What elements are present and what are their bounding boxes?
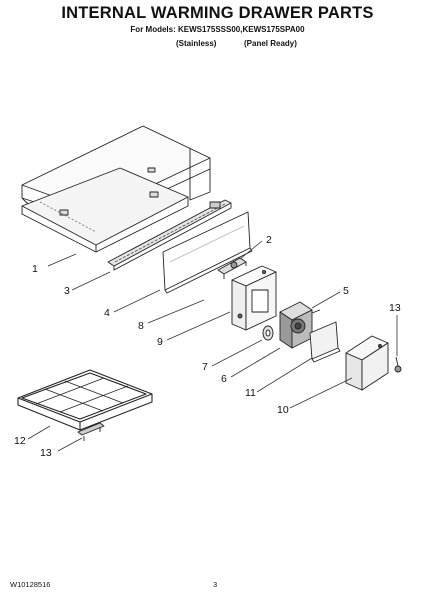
callout-13-lower: 13 [40,447,52,459]
callout-11: 11 [245,387,256,399]
part-control-cover [345,335,389,391]
leader-2 [239,240,263,260]
leader-4 [113,289,161,313]
variant-panel-ready: (Panel Ready) [244,39,297,48]
part-panel [162,211,253,294]
document-number: W10128516 [10,580,51,589]
callout-6: 6 [221,373,227,385]
leader-5 [311,291,341,309]
part-washer [262,325,274,341]
callout-8: 8 [138,320,144,332]
callout-3: 3 [64,285,70,297]
part-screw-upper [394,356,402,373]
callout-2: 2 [266,234,272,246]
part-rack-bracket [77,422,105,441]
leader-lines [27,240,398,452]
callout-4: 4 [104,307,110,319]
callout-5: 5 [343,285,349,297]
callout-10: 10 [277,404,289,416]
callout-12: 12 [14,435,26,447]
leader-8 [147,299,205,324]
part-slide-rail [107,199,232,271]
callout-13-upper: 13 [389,302,401,314]
part-drawer-tub [21,125,211,253]
leader-7 [211,339,263,367]
variant-stainless: (Stainless) [176,39,217,48]
leader-3 [71,271,111,291]
part-wire-rack [17,369,153,431]
model-list: For Models: KEWS175SSS00,KEWS175SPA00 [130,25,305,34]
part-insulation-pad [309,321,341,363]
leader-1 [47,253,77,267]
leader-10 [289,377,353,409]
leader-9 [166,311,231,341]
part-switch-module [279,301,313,349]
diagram-title: INTERNAL WARMING DRAWER PARTS [61,4,374,22]
callout-7: 7 [202,361,208,373]
leader-13b [57,437,83,452]
part-control-bracket [231,265,277,331]
part-connector [217,257,247,279]
page-number: 3 [213,580,218,589]
callout-9: 9 [157,336,163,348]
callout-1: 1 [32,263,38,275]
leader-6 [230,347,281,378]
leader-11 [256,357,313,393]
leader-12 [27,425,51,440]
